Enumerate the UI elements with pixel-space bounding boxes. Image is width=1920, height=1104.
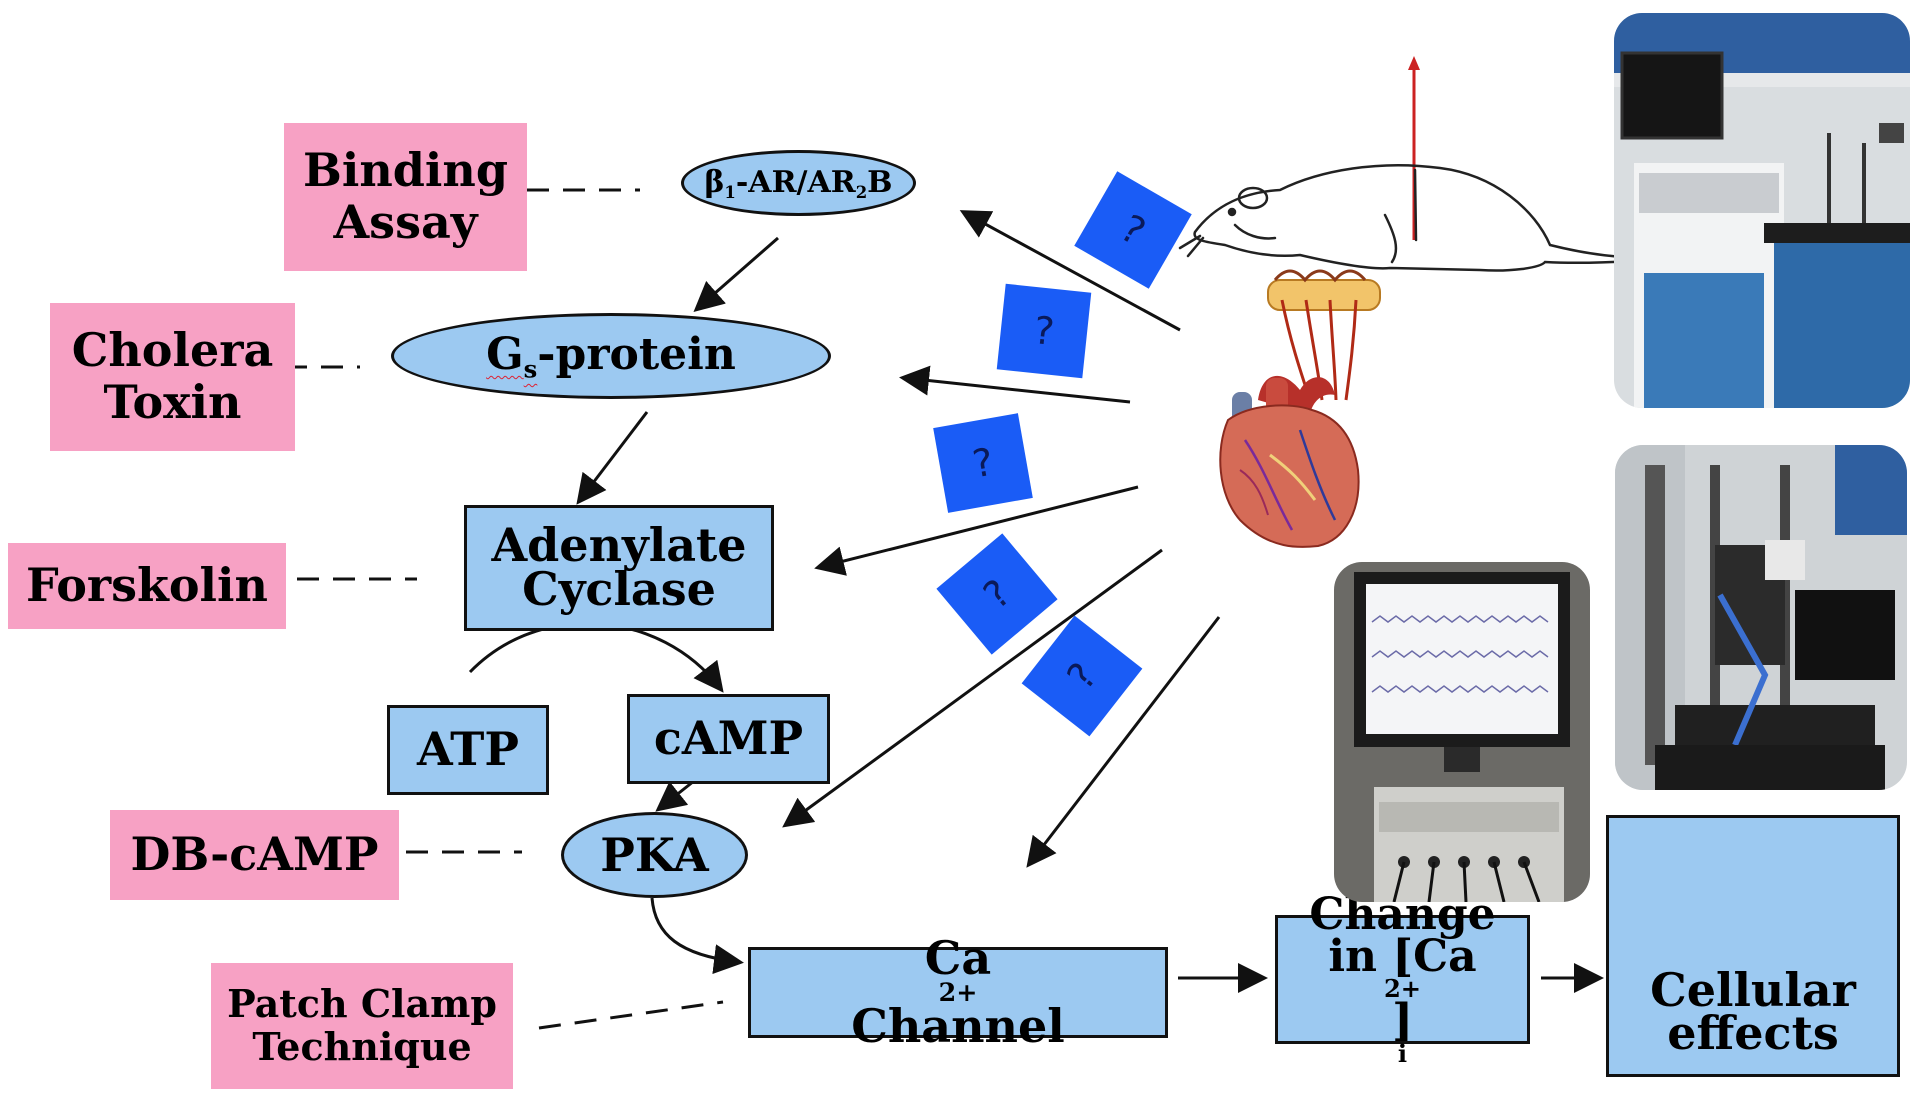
node-camp: cAMP — [627, 694, 830, 784]
arrow-heart-ac — [814, 485, 1139, 576]
arrow-heart-pka — [782, 548, 1163, 828]
binding-line1: Binding — [302, 143, 509, 198]
arrow-receptor-gs — [693, 236, 779, 312]
arrow-atp-camp — [468, 621, 724, 693]
forskolin-label: Forskolin — [26, 558, 268, 613]
arrow-heart-channel — [1026, 616, 1221, 868]
electrode-icon — [1408, 56, 1420, 240]
binding-line2: Assay — [333, 195, 478, 249]
lab-photo-patch-rig — [1615, 445, 1907, 790]
heart-illustration — [1219, 375, 1360, 548]
method-binding-assay: Binding Assay — [284, 123, 527, 271]
arrow-heart-receptor — [959, 210, 1181, 332]
method-forskolin: Forskolin — [8, 543, 286, 629]
arrow-camp-pka — [655, 779, 695, 812]
gs-label: Gs-protein — [486, 328, 736, 384]
node-beta-receptor: β1-AR/AR2B — [681, 150, 916, 216]
node-gs-protein: Gs-protein — [391, 313, 831, 399]
node-adenylate-cyclase: Adenylate Cyclase — [464, 505, 774, 631]
method-cholera-toxin: Cholera Toxin — [50, 303, 295, 451]
cholera-line1: Cholera — [71, 323, 274, 378]
lab-photo-echo — [1614, 13, 1910, 408]
lab-photo-monitor — [1334, 562, 1590, 902]
method-patch-clamp: Patch Clamp Technique — [211, 963, 513, 1089]
pka-label: PKA — [600, 828, 709, 882]
patch-line1: Patch Clamp — [227, 981, 497, 1027]
arrow-heart-gs — [899, 365, 1131, 404]
question-box-2: ? — [996, 283, 1092, 379]
cholera-line2: Toxin — [103, 375, 242, 429]
atp-label: ATP — [417, 722, 519, 777]
node-pka: PKA — [561, 812, 748, 898]
ac-line2: Cyclase — [522, 562, 716, 616]
node-atp: ATP — [387, 705, 549, 795]
patch-line2: Technique — [252, 1024, 472, 1069]
ac-line1: Adenylate — [491, 518, 747, 573]
dbcamp-label: DB-cAMP — [130, 827, 379, 882]
arrow-pka-channel — [650, 897, 744, 975]
effects-line1: Cellular — [1650, 962, 1856, 1017]
method-db-camp: DB-cAMP — [110, 810, 399, 900]
rat-drawing — [1178, 163, 1661, 272]
receptor-label: β1-AR/AR2B — [704, 164, 893, 202]
node-cellular-effects: Cellular effects — [1606, 815, 1900, 1077]
effects-line2: effects — [1667, 1006, 1839, 1061]
arrow-gs-ac — [576, 411, 649, 505]
camp-label: cAMP — [653, 711, 804, 766]
patch-connector — [538, 1000, 724, 1030]
question-box-3: ? — [933, 413, 1033, 513]
